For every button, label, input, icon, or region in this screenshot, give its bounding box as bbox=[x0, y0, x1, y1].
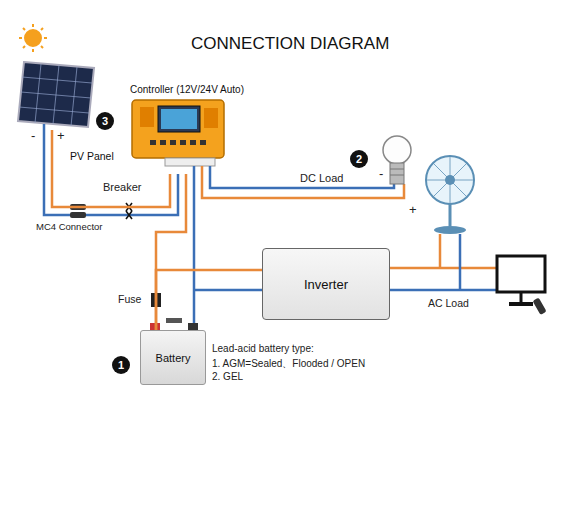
sun-icon bbox=[19, 24, 47, 52]
text-label: + bbox=[409, 202, 417, 217]
text-label: DC Load bbox=[300, 172, 343, 184]
negative-wire bbox=[210, 166, 394, 188]
text-label: AC Load bbox=[428, 297, 469, 309]
charge-controller-drawing bbox=[132, 100, 224, 166]
inverter-label: Inverter bbox=[304, 277, 348, 292]
text-label: Fuse bbox=[118, 293, 141, 305]
callout-number: 3 bbox=[96, 112, 114, 130]
negative-wire bbox=[459, 234, 462, 290]
fan-icon bbox=[426, 156, 474, 234]
inverter: Inverter bbox=[262, 248, 390, 320]
text-label: 1. AGM=Sealed、Flooded / OPEN bbox=[212, 357, 365, 371]
positive-wire bbox=[202, 166, 404, 198]
callout-number: 2 bbox=[350, 150, 368, 168]
battery-label: Battery bbox=[156, 352, 191, 364]
positive-wire bbox=[156, 174, 186, 330]
pv-panel-label: PV Panel bbox=[70, 150, 114, 162]
breaker-symbol bbox=[126, 203, 132, 219]
callout-number: 1 bbox=[112, 356, 130, 374]
charge-controller-label: Controller (12V/24V Auto) bbox=[122, 84, 252, 95]
pv-panel: PV Panel bbox=[14, 58, 96, 130]
negative-wire bbox=[390, 289, 497, 292]
positive-wire bbox=[439, 234, 442, 268]
negative-wire bbox=[193, 166, 196, 330]
text-label: - bbox=[31, 128, 35, 143]
text-label: Breaker bbox=[103, 181, 142, 193]
text-label: + bbox=[57, 128, 65, 143]
diagram-title: CONNECTION DIAGRAM bbox=[191, 34, 389, 54]
positive-wire bbox=[156, 270, 262, 330]
text-label: 2. GEL bbox=[212, 371, 243, 382]
charge-controller: Controller (12V/24V Auto) bbox=[122, 84, 252, 174]
positive-wire bbox=[52, 130, 170, 207]
text-label: - bbox=[379, 166, 383, 181]
text-label: Lead-acid battery type: bbox=[212, 343, 314, 354]
lamp-icon bbox=[383, 136, 411, 184]
tv-icon bbox=[497, 256, 547, 315]
positive-wire bbox=[390, 267, 497, 270]
pv-panel-drawing bbox=[18, 62, 94, 127]
battery: Battery bbox=[140, 330, 206, 385]
text-label: MC4 Connector bbox=[36, 221, 103, 232]
negative-wire bbox=[194, 289, 262, 292]
